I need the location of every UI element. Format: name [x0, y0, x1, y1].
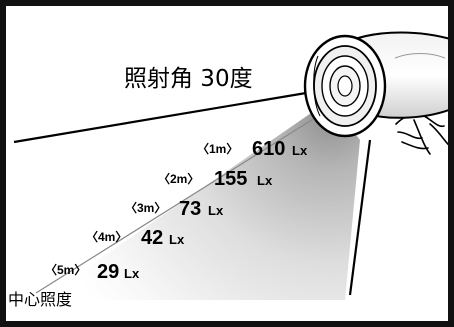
reading-distance: 〈2m〉	[158, 171, 199, 186]
reading-lux-unit: Lx	[208, 203, 224, 218]
reading-2m: 〈2m〉 155 Lx	[158, 168, 273, 190]
reading-lux-value: 29	[97, 261, 119, 283]
reading-1m: 〈1m〉 610 Lx	[197, 138, 308, 160]
center-axis-line	[35, 115, 319, 294]
reading-distance: 〈3m〉	[125, 200, 166, 215]
beam-edge-lower	[348, 139, 372, 296]
flashlight-icon	[303, 31, 454, 155]
reading-lux-value: 73	[179, 198, 201, 220]
beam-angle-label: 照射角 30度	[124, 66, 253, 92]
reading-lux-unit: Lx	[257, 173, 273, 188]
beam-edge-upper	[13, 90, 313, 144]
reading-distance: 〈5m〉	[45, 262, 86, 277]
reading-lux-unit: Lx	[292, 143, 308, 158]
reading-lux-value: 42	[141, 227, 163, 249]
reading-3m: 〈3m〉 73 Lx	[125, 198, 224, 220]
reading-4m: 〈4m〉 42 Lx	[86, 227, 185, 249]
reading-distance: 〈4m〉	[86, 229, 127, 244]
reading-distance: 〈1m〉	[197, 141, 238, 156]
beam-shade	[40, 100, 360, 300]
reading-5m: 〈5m〉 29 Lx	[45, 261, 140, 283]
reading-lux-value: 155	[214, 168, 247, 190]
center-illuminance-label: 中心照度	[8, 290, 72, 309]
reading-lux-value: 610	[252, 138, 285, 160]
reading-lux-unit: Lx	[124, 266, 140, 281]
reading-lux-unit: Lx	[169, 232, 185, 247]
